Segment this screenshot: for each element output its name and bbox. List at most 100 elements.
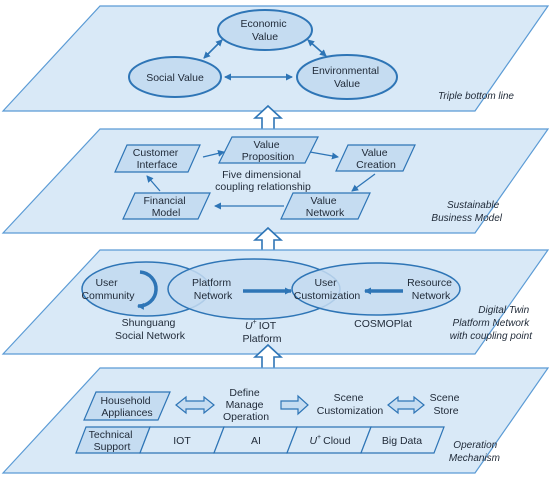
pn-caption-line-3: with coupling point (450, 331, 533, 342)
five-dimensional-line-1: Five dimensional (222, 169, 301, 181)
u-plus-superscript: + (253, 319, 257, 326)
technical-support-label: Technical Support (89, 429, 136, 453)
cloud-u-mark: U (309, 435, 317, 447)
arrow-customer-proposition (202, 149, 225, 158)
operation-line: Operation (223, 411, 269, 423)
iot-text: IOT (259, 320, 277, 332)
iot-platform-line-2: Platform (242, 333, 281, 345)
scene-customization-label: Scene Customization (317, 392, 384, 417)
cloud-text: Cloud (323, 435, 351, 447)
layer-platform-network: User Community Platform Network User Cus… (1, 249, 550, 355)
financial-model-label: Financial Model (144, 195, 189, 219)
financial-model-node (122, 192, 211, 220)
sbm-caption-line-1: Sustainable (447, 200, 500, 211)
user-customization-label: User Customization (294, 277, 361, 302)
value-creation-line-1: Value (362, 147, 388, 159)
cloud-cell-label: U+Cloud (309, 434, 350, 447)
economic-value-line-1: Economic (240, 18, 286, 30)
value-creation-node (335, 144, 416, 172)
environmental-value-line-2: Value (334, 78, 360, 90)
cosmoplat-label: COSMOPlat (354, 318, 412, 330)
manage-line: Manage (226, 399, 264, 411)
scene-store-line-1: Scene (430, 392, 460, 404)
iot-platform-label: U+IOT Platform (242, 319, 281, 345)
five-dimensional-label: Five dimensional coupling relationship (215, 169, 311, 193)
platform-network-node-label: Platform Network (192, 277, 234, 302)
cloud-u-superscript: + (317, 434, 321, 441)
value-proposition-line-2: Proposition (242, 151, 295, 163)
platform-network-line-1: Platform (192, 277, 231, 289)
scene-line: Scene (334, 392, 364, 404)
arrow-economic-social (203, 39, 223, 59)
cosmoplat-ellipse (291, 262, 461, 316)
platform-network-caption: Digital Twin Platform Network with coupl… (450, 305, 533, 342)
define-line: Define (229, 387, 260, 399)
scene-store-line-2: Store (433, 405, 458, 417)
value-proposition-label: Value Proposition (242, 139, 295, 163)
user-community-line-2: Community (81, 290, 135, 302)
layer-operation-mechanism: Household Appliances Define Manage Opera… (1, 367, 550, 474)
layer-sustainable-business-model: Customer Interface Value Proposition Val… (1, 128, 550, 234)
shunguang-line-2: Social Network (115, 330, 186, 342)
customer-interface-line-2: Interface (137, 159, 178, 171)
user-community-line-1: User (95, 277, 118, 289)
cloud-line: U+Cloud (309, 434, 350, 447)
operation-mechanism-caption: Operation Mechanism (449, 440, 500, 464)
value-network-label: Value Network (306, 195, 345, 219)
household-line-1: Household (100, 395, 150, 407)
economic-value-label: Economic Value (240, 18, 289, 43)
arrow-economic-environmental (307, 39, 327, 57)
om-caption-line-1: Operation (453, 440, 497, 451)
arrow-financial-customer (146, 175, 161, 192)
scene-store-label: Scene Store (430, 392, 463, 417)
support-line: Support (94, 441, 131, 453)
define-manage-operation-label: Define Manage Operation (223, 387, 269, 423)
big-data-cell (360, 426, 445, 454)
sbm-caption-line-2: Business Model (431, 213, 502, 224)
dblarrow-household-define (175, 395, 215, 415)
triple-bottom-line-caption: Triple bottom line (438, 91, 514, 102)
financial-model-line-2: Model (152, 207, 181, 219)
dblarrow-scene-store (387, 395, 425, 415)
user-customization-line-2: Customization (294, 290, 361, 302)
value-creation-label: Value Creation (356, 147, 396, 171)
environmental-value-node (296, 54, 398, 100)
financial-model-line-1: Financial (144, 195, 186, 207)
sustainable-business-model-caption: Sustainable Business Model (431, 200, 502, 224)
value-network-line-1: Value (311, 195, 337, 207)
resource-network-line-1: Resource (407, 277, 452, 289)
arrow-define-scene (280, 394, 309, 416)
value-proposition-line-1: Value (254, 139, 280, 151)
environmental-value-line-1: Environmental (312, 65, 379, 77)
shunguang-label: Shunguang Social Network (115, 317, 186, 342)
ai-cell-label: AI (251, 435, 261, 447)
household-line-2: Appliances (101, 407, 152, 419)
social-value-node (128, 56, 222, 98)
iot-platform-line-1: U+IOT (245, 319, 277, 332)
economic-value-line-2: Value (252, 31, 278, 43)
five-dimensional-line-2: coupling relationship (215, 181, 311, 193)
user-community-label: User Community (81, 277, 135, 302)
value-network-line-2: Network (306, 207, 345, 219)
om-caption-line-2: Mechanism (449, 453, 500, 464)
customer-interface-node (114, 144, 201, 173)
resource-network-label: Resource Network (407, 277, 455, 302)
value-creation-line-2: Creation (356, 159, 396, 171)
arrow-proposition-creation (309, 151, 339, 160)
household-appliances-node (83, 391, 171, 421)
environmental-value-label: Environmental Value (312, 65, 382, 90)
customization-line: Customization (317, 405, 384, 417)
household-appliances-label: Household Appliances (100, 395, 153, 419)
customer-interface-label: Customer Interface (133, 147, 181, 171)
iot-cell-label: IOT (173, 435, 191, 447)
big-data-cell-label: Big Data (382, 435, 422, 447)
economic-value-node (217, 9, 313, 51)
pn-caption-line-2: Platform Network (453, 318, 531, 329)
technical-line: Technical (89, 429, 133, 441)
user-customization-line-1: User (314, 277, 337, 289)
value-network-node (280, 192, 371, 220)
cycle-icon (137, 270, 158, 310)
arrow-creation-network (351, 173, 376, 192)
